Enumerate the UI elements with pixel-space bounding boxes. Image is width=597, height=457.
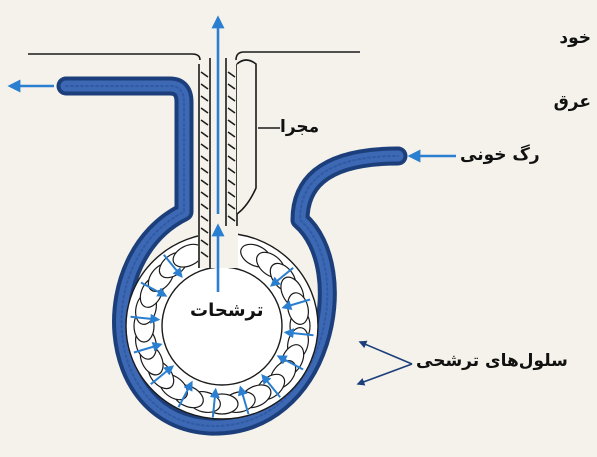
duct-label: مجرا: [280, 117, 319, 137]
gland-lumen: [162, 267, 282, 385]
secretions-label: ترشحات: [190, 300, 263, 321]
sweat-label: عرق: [554, 92, 591, 112]
cells-pointer-1: [360, 342, 412, 364]
secretory-cells-label: سلول‌های ترشحی: [416, 351, 568, 371]
self-label: خود: [559, 28, 591, 48]
cells-pointer-2: [358, 364, 412, 384]
blood-vessel-label: رگ خونی: [460, 145, 540, 165]
skin-surface: [28, 52, 360, 60]
